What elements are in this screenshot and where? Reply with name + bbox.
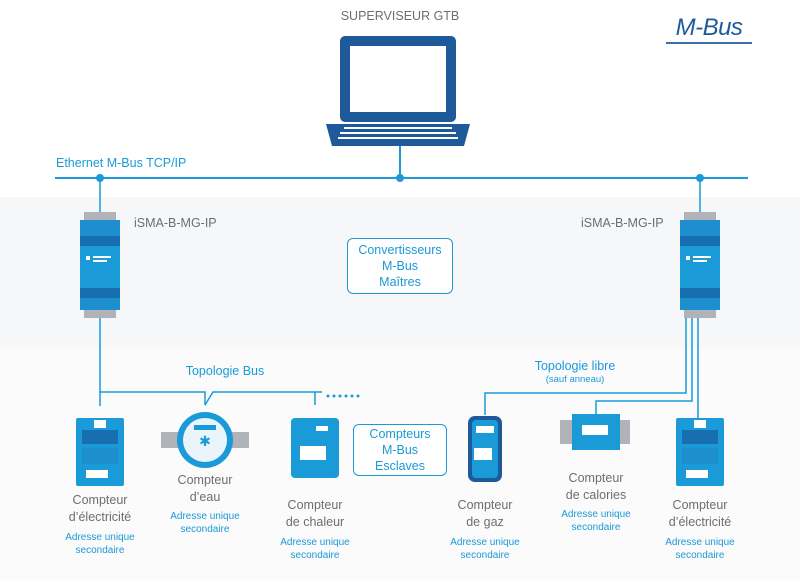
meter-address-line2: secondaire: [460, 550, 510, 561]
meter-address-line2: secondaire: [290, 550, 340, 561]
meter-label-gas: Compteur de gaz Adresse unique secondair…: [435, 497, 535, 562]
bus-topology-label: Topologie Bus: [185, 364, 265, 378]
meter-label-electricity-2: Compteur d’électricité Adresse unique se…: [650, 497, 750, 562]
electricity-meter-icon-2: [676, 418, 724, 486]
right-converter-label: iSMA-B-MG-IP: [581, 216, 664, 230]
meter-name-line2: d’électricité: [668, 515, 732, 529]
free-topology-label: Topologie libre: [534, 359, 616, 373]
electricity-meter-icon: [76, 418, 124, 486]
free-topology-note: (sauf anneau): [545, 374, 605, 385]
meter-address-line2: secondaire: [675, 550, 725, 561]
ethernet-label: Ethernet M-Bus TCP/IP: [56, 156, 187, 170]
calorie-meter-icon: [560, 414, 630, 450]
meter-label-calories: Compteur de calories Adresse unique seco…: [546, 470, 646, 534]
meter-label-heat: Compteur de chaleur Adresse unique secon…: [265, 497, 365, 562]
mbus-logo: M-Bus: [675, 14, 743, 41]
meter-address-line2: secondaire: [75, 545, 125, 556]
left-converter-label: iSMA-B-MG-IP: [134, 216, 217, 230]
meter-address-line1: Adresse unique: [65, 532, 135, 543]
meter-name-line2: de calories: [565, 488, 627, 502]
meter-name-line2: d’eau: [189, 490, 221, 504]
meter-address-line1: Adresse unique: [280, 537, 350, 548]
meter-address-line1: Adresse unique: [450, 537, 520, 548]
meter-name-line2: d’électricité: [68, 510, 132, 524]
meter-label-electricity: Compteur d’électricité Adresse unique se…: [50, 492, 150, 557]
svg-text:✱: ✱: [199, 434, 211, 450]
meter-label-water: Compteur d’eau Adresse unique secondaire: [155, 472, 255, 536]
masters-box: Convertisseurs M-Bus Maîtres: [347, 238, 453, 294]
meter-address-line2: secondaire: [571, 522, 621, 533]
slaves-box-line1: Compteurs: [369, 427, 431, 441]
meter-name-line1: Compteur: [672, 498, 728, 512]
meter-address-line2: secondaire: [180, 524, 230, 535]
meter-name-line1: Compteur: [72, 493, 128, 507]
masters-box-line3: Maîtres: [379, 275, 421, 289]
meter-name-line1: Compteur: [457, 498, 513, 512]
supervisor-title: SUPERVISEUR GTB: [340, 9, 460, 23]
slaves-box-line3: Esclaves: [374, 459, 426, 473]
masters-box-line1: Convertisseurs: [358, 243, 442, 257]
masters-box-line2: M-Bus: [381, 259, 419, 273]
meter-name-line1: Compteur: [568, 471, 624, 485]
right-converter-icon: [680, 212, 720, 318]
meter-name-line1: Compteur: [177, 473, 233, 487]
meter-address-line1: Adresse unique: [170, 511, 240, 522]
heat-meter-icon: [291, 418, 339, 478]
slaves-box-line2: M-Bus: [381, 443, 419, 457]
left-converter-icon: [80, 212, 120, 318]
slaves-box: Compteurs M-Bus Esclaves: [353, 424, 447, 476]
meter-address-line1: Adresse unique: [665, 537, 735, 548]
laptop-icon: [326, 36, 470, 146]
meter-name-line2: de chaleur: [285, 515, 345, 529]
meter-name-line1: Compteur: [287, 498, 343, 512]
meter-address-line1: Adresse unique: [561, 509, 631, 520]
gas-meter-icon: [468, 416, 502, 482]
meter-name-line2: de gaz: [466, 515, 504, 529]
water-meter-icon: ✱: [161, 412, 249, 468]
